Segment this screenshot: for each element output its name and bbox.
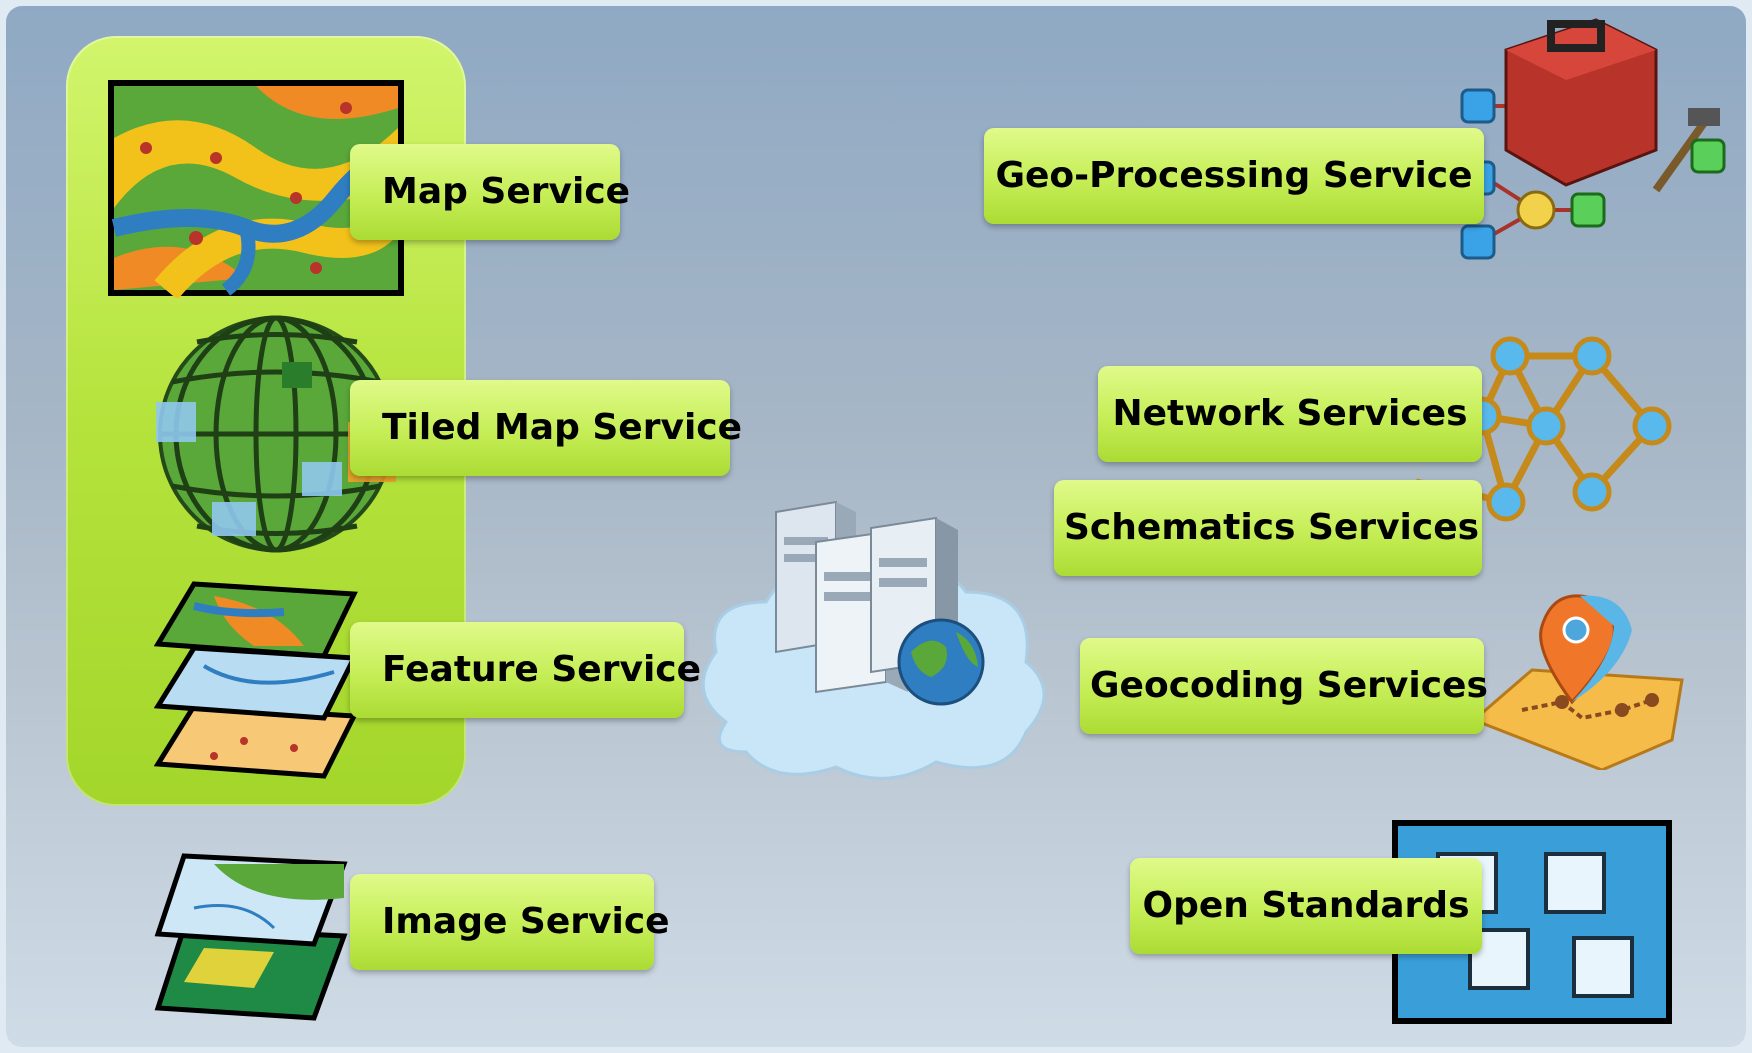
globe-icon	[156, 315, 396, 553]
tiled-map-service-label: Tiled Map Service	[350, 380, 742, 476]
server-cloud-icon	[701, 500, 1046, 780]
layers-icon	[154, 581, 358, 779]
toolbox-icon	[1460, 18, 1726, 260]
geocoding-pin-icon	[1472, 594, 1684, 770]
map-service-label: Map Service	[350, 144, 630, 240]
image-service-label: Image Service	[350, 874, 670, 970]
image-layers-icon	[154, 853, 348, 1021]
geocoding-services-label: Geocoding Services	[1080, 638, 1488, 734]
open-standards-label: Open Standards	[1130, 858, 1482, 954]
schematics-services-label: Schematics Services	[1054, 480, 1482, 576]
diagram-canvas: Map Service Tiled Map Service Feature Se…	[6, 6, 1746, 1047]
network-services-label: Network Services	[1098, 366, 1482, 462]
geo-processing-service-label: Geo-Processing Service	[984, 128, 1484, 224]
network-icon	[1415, 336, 1672, 522]
feature-service-label: Feature Service	[350, 622, 701, 718]
